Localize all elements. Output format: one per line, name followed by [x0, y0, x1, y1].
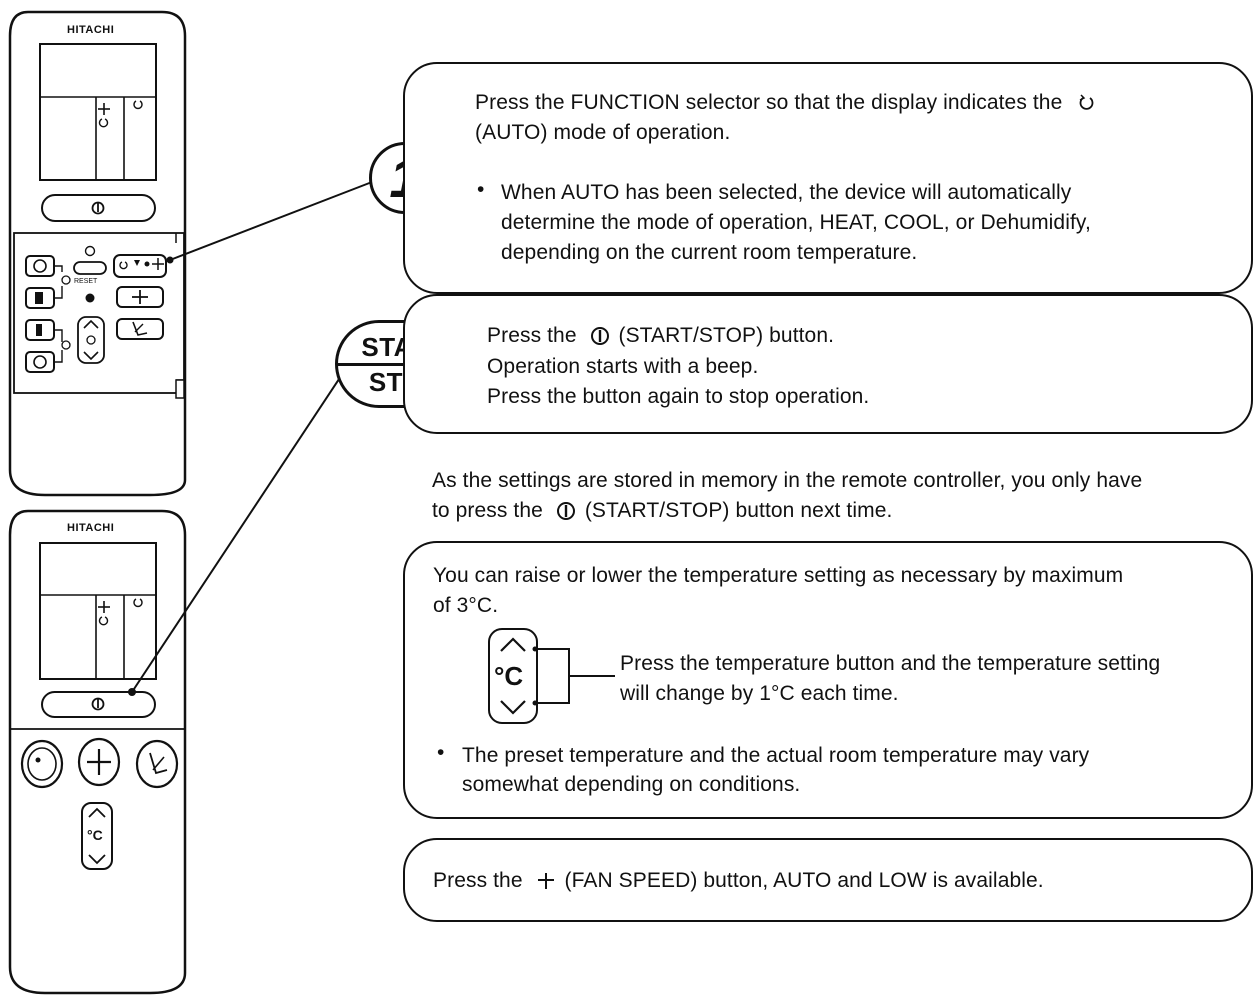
temperature-button-illustration [488, 628, 615, 724]
memory-note-line-1: As the settings are stored in memory in … [432, 469, 1143, 492]
auto-mode-icon [1079, 94, 1094, 111]
remote-control-bottom: HITACHI °C [0, 505, 200, 1001]
step-1-line-1: Press the FUNCTION selector so that the … [475, 88, 1098, 118]
fan-text-b: (FAN SPEED) button, AUTO and LOW is avai… [564, 869, 1044, 892]
memory-note-line-2a: to press the [432, 499, 543, 522]
fan-speed-box: Press the (FAN SPEED) button, AUTO and L… [403, 838, 1253, 922]
temp-button-unit: °C [494, 661, 524, 691]
remote-bottom-outline [8, 509, 187, 995]
memory-note-line-2b: (START/STOP) button next time. [584, 499, 893, 522]
fan-text-a: Press the [433, 869, 523, 892]
reset-label: RESET [74, 278, 98, 285]
step-2-line-1: Press the (START/STOP) button. [487, 321, 834, 351]
temp-callout-line-1: Press the temperature button and the tem… [620, 652, 1161, 675]
temp-callout-line-2: will change by 1°C each time. [620, 682, 899, 705]
step-1-bullet-line-1: When AUTO has been selected, the device … [501, 181, 1072, 204]
remote-bottom-brand: HITACHI [67, 522, 115, 534]
fan-speed-icon [537, 873, 554, 890]
step-2-line-1a: Press the [487, 324, 577, 347]
remote-top-brand: HITACHI [67, 24, 115, 36]
remote-control-top: HITACHI RESET [0, 0, 200, 500]
temp-line-1: You can raise or lower the temperature s… [433, 564, 1124, 587]
step-1-bullet-line-2: determine the mode of operation, HEAT, C… [501, 211, 1091, 234]
memory-note-line-2: to press the (START/STOP) button next ti… [432, 496, 892, 526]
temp-bullet: • [437, 741, 445, 764]
remote-top-outline [8, 10, 187, 497]
step-2-line-3: Press the button again to stop operation… [487, 385, 870, 408]
step-2-box: Press the (START/STOP) button. Operation… [403, 294, 1253, 434]
temp-bullet-line-2: somewhat depending on conditions. [462, 773, 801, 796]
step-1-line-1-text: Press the FUNCTION selector so that the … [475, 91, 1063, 114]
remote-bottom-temp-unit: °C [87, 827, 103, 843]
fan-text: Press the (FAN SPEED) button, AUTO and L… [433, 866, 1044, 896]
step-1-line-2: (AUTO) mode of operation. [475, 121, 731, 144]
start-stop-icon [556, 502, 575, 521]
step-2-line-1b: (START/STOP) button. [618, 324, 835, 347]
step-1-bullet-line-3: depending on the current room temperatur… [501, 241, 918, 264]
temp-bullet-line-1: The preset temperature and the actual ro… [462, 744, 1090, 767]
start-stop-icon [590, 327, 609, 346]
step-2-line-2: Operation starts with a beep. [487, 355, 759, 378]
step-1-box: Press the FUNCTION selector so that the … [403, 62, 1253, 294]
temp-line-2: of 3°C. [433, 594, 499, 617]
temperature-box: You can raise or lower the temperature s… [403, 541, 1253, 819]
step-1-bullet: • [477, 178, 485, 201]
